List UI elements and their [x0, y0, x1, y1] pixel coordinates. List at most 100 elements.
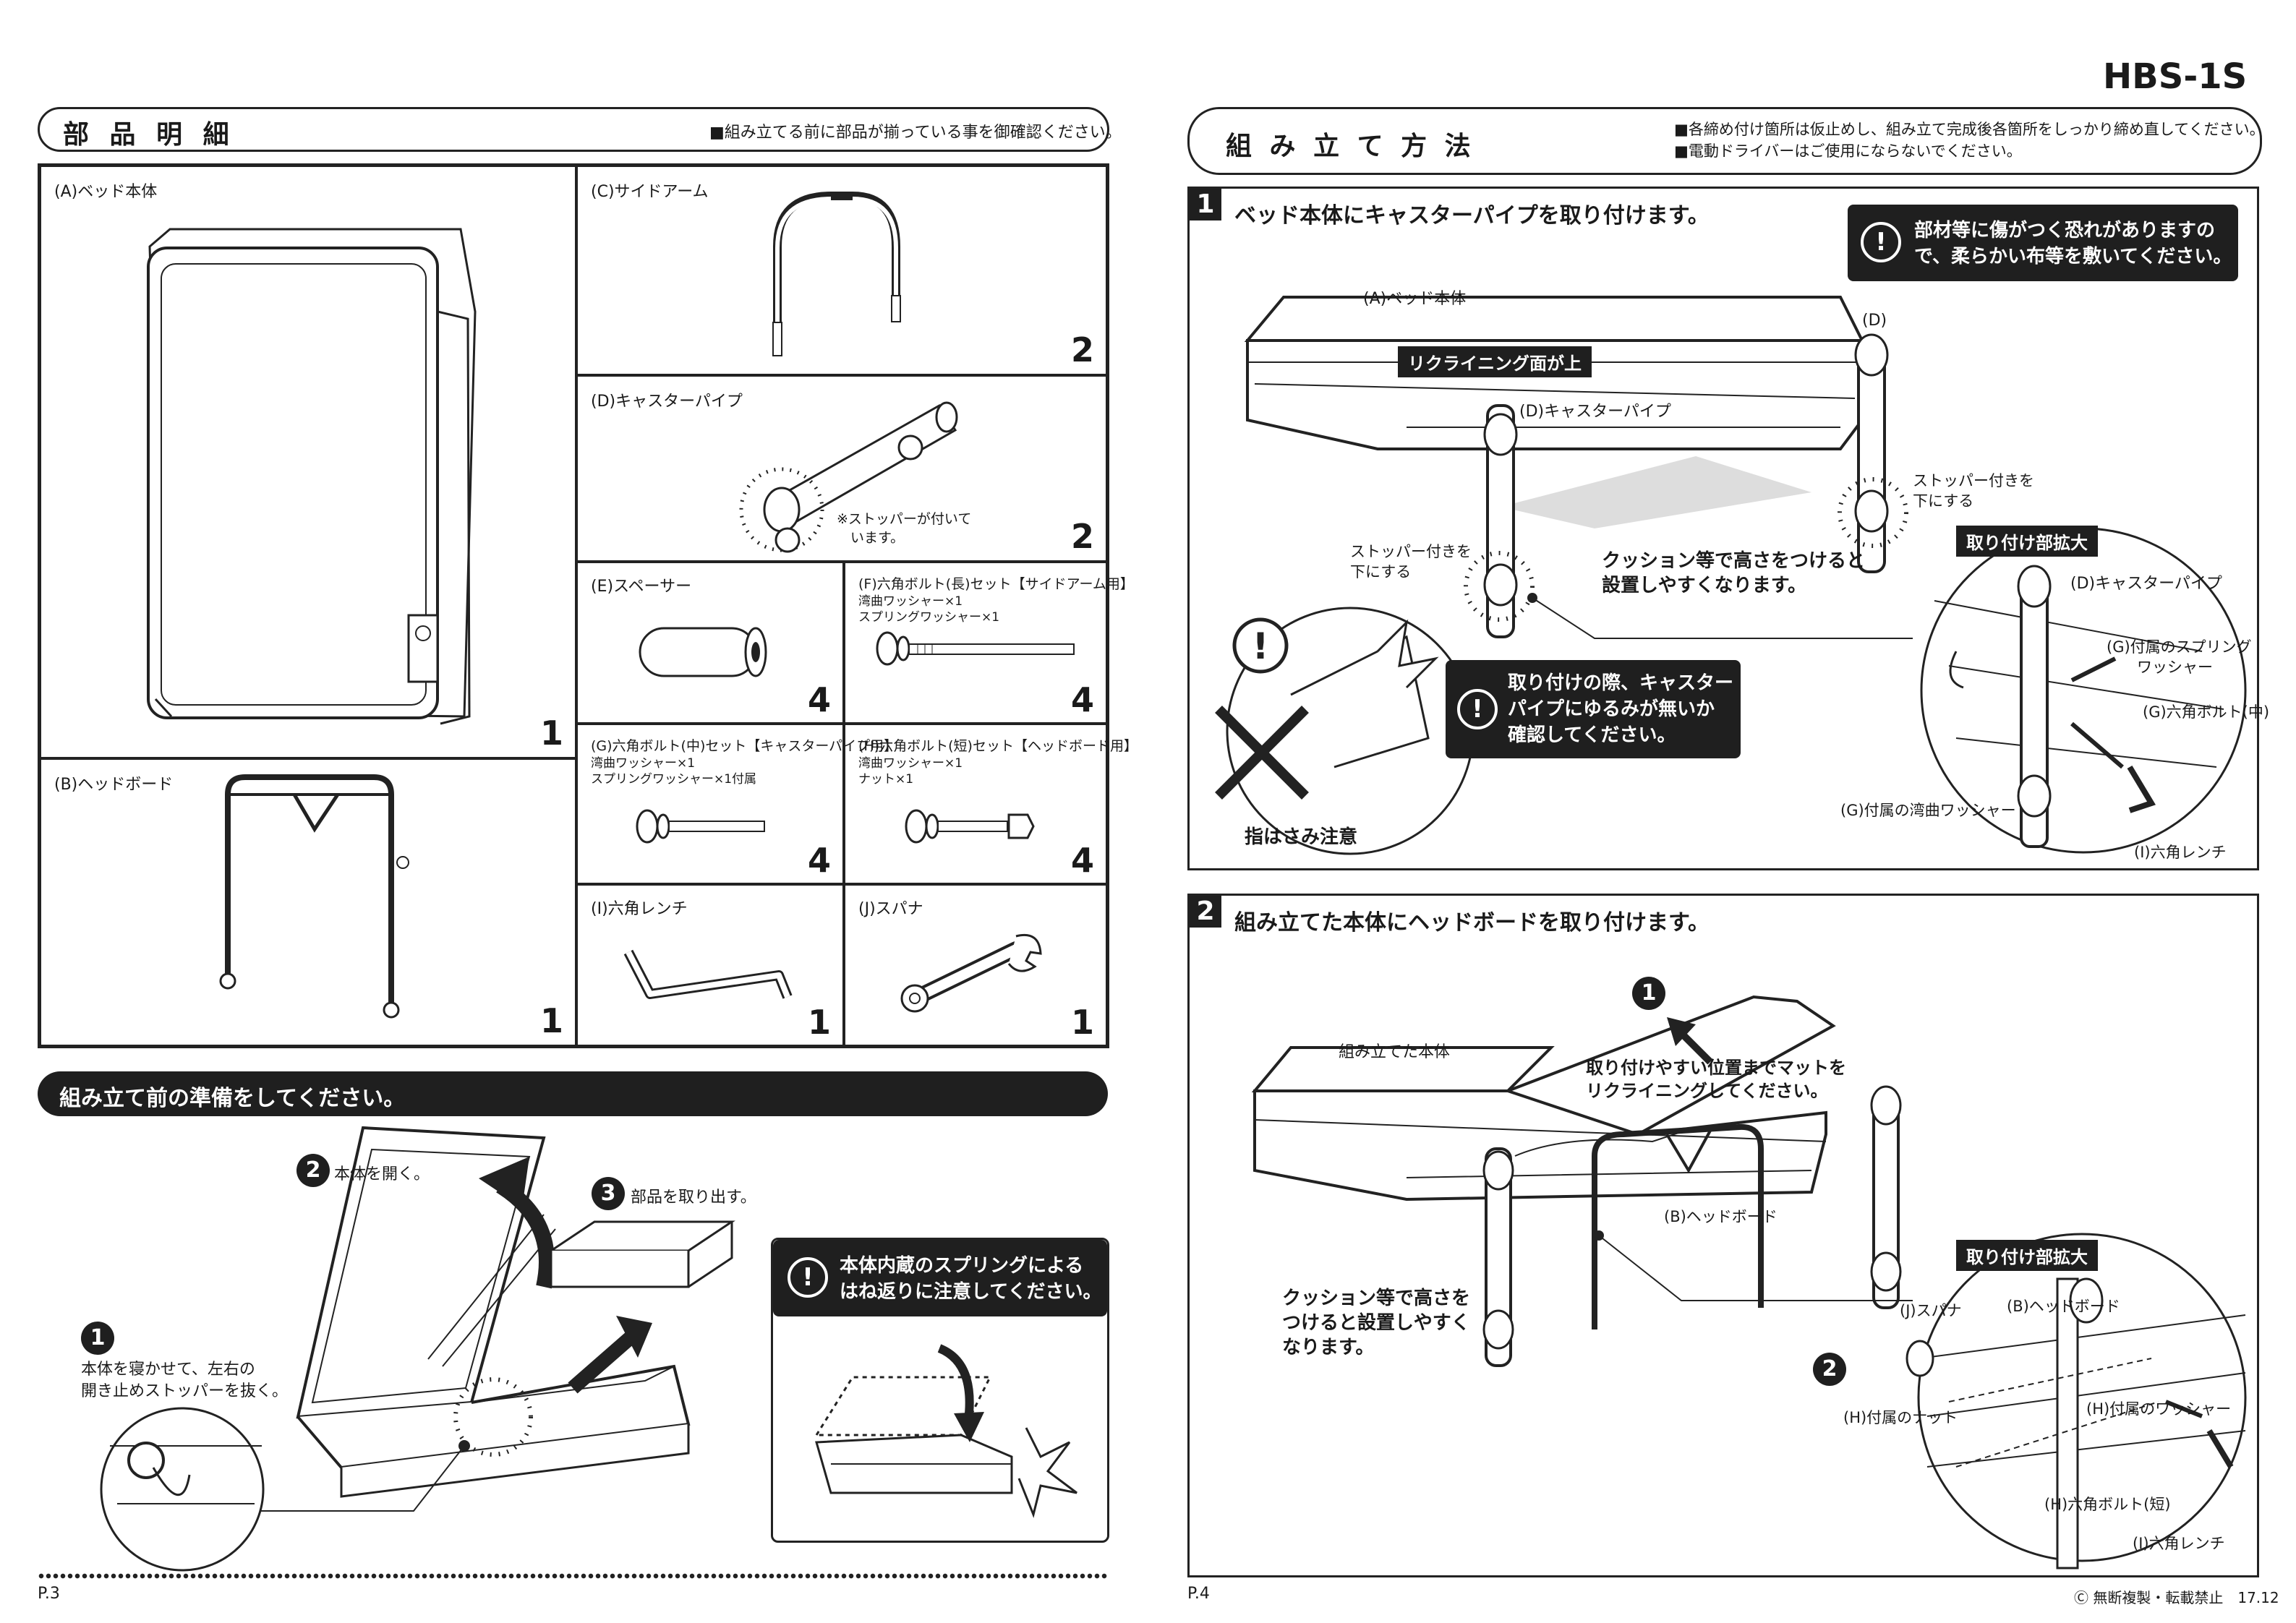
part-count-g: 4 — [807, 841, 831, 880]
prep-step-3-icon: 3 — [592, 1177, 625, 1210]
part-note-d: ※ストッパーが付いて います。 — [837, 511, 972, 546]
step1-stopper-left: ストッパー付きを 下にする — [1350, 543, 1472, 581]
part-count-h: 4 — [1070, 841, 1094, 880]
part-count-d: 2 — [1070, 517, 1094, 556]
method-title: 組 み 立 て 方 法 — [1226, 132, 1475, 161]
headboard-illustration — [219, 774, 409, 1019]
caster-attach-illustration: ! — [1215, 296, 2247, 855]
part-cell-b: (B)ヘッドボード 1 — [40, 758, 576, 1046]
prep-title: 組み立て前の準備をしてください。 — [59, 1086, 406, 1111]
step2-number: 2 — [1190, 896, 1221, 928]
warning-icon: ! — [1861, 222, 1901, 262]
part-label-a: (A)ベッド本体 — [54, 183, 158, 201]
part-cell-a: (A)ベッド本体 1 — [40, 166, 576, 758]
model-number: HBS-1S — [2103, 56, 2248, 97]
step2-zoom-spanner: (J)スパナ — [1900, 1302, 1962, 1319]
step2-zoom-washer: (H)付属のワッシャー — [2086, 1400, 2232, 1418]
step2-marker-2: 2 — [1813, 1353, 1846, 1386]
step2-box: 2 組み立てた本体にヘッドボードを取り付けます。 1 2 組み立てた — [1187, 894, 2259, 1577]
step1-label-caster: (D)キャスターパイプ — [1519, 403, 1671, 421]
right-page-number: P.4 — [1187, 1585, 1210, 1603]
step1-pinch-caution: 指はさみ注意 — [1245, 826, 1358, 848]
parts-note: ■組み立てる前に部品が揃っている事を御確認ください。 — [709, 124, 1122, 142]
part-label-d: (D)キャスターパイプ — [591, 393, 743, 411]
step1-zoom-caster: (D)キャスターパイプ — [2070, 575, 2222, 593]
warning-icon: ! — [788, 1257, 828, 1298]
part-label-j: (J)スパナ — [858, 900, 923, 918]
step2-cushion: クッション等で高さを つけると設置しやすく なります。 — [1282, 1288, 1471, 1358]
headboard-attach-illustration — [1251, 995, 2247, 1570]
method-title-bar: 組 み 立 て 方 法 ■各締め付け箇所は仮止めし、組み立て完成後各箇所をしっか… — [1187, 107, 2265, 175]
step2-zoom-bolt: (H)六角ボルト(短) — [2044, 1496, 2171, 1513]
step1-cushion: クッション等で高さをつけると 設置しやすくなります。 — [1602, 550, 1866, 596]
step1-stopper-right: ストッパー付きを 下にする — [1913, 472, 2034, 510]
part-cell-h: (H)六角ボルト(短)セット【ヘッドボード用】 湾曲ワッシャー×1 ナット×1 … — [844, 724, 1138, 884]
spacer-illustration — [639, 627, 767, 677]
spring-rebound-illustration — [814, 1344, 1077, 1518]
step1-zoom-bolt: (G)六角ボルト(中) — [2143, 703, 2270, 721]
warning-icon: ! — [1457, 689, 1498, 729]
part-cell-d: (D)キャスターパイプ ※ストッパーが付いて います。 2 — [576, 375, 1107, 562]
part-count-f: 4 — [1070, 680, 1094, 719]
left-footer-rule — [38, 1572, 1108, 1580]
parts-table: (A)ベッド本体 1 (B)ヘッドボード 1 (C)サイドアーム — [38, 163, 1138, 1048]
prep-warning-text: 本体内蔵のスプリングによる はね返りに注意してください。 — [840, 1255, 1102, 1303]
step1-warning-mid: ! 取り付けの際、キャスター パイプにゆるみが無いか 確認してください。 — [1446, 660, 1741, 758]
step2-zoom-nut: (H)付属のナット — [1843, 1409, 1958, 1426]
step2-zoom-head: (B)ヘッドボード — [2007, 1298, 2120, 1315]
parts-title-bar: 部 品 明 細 ■組み立てる前に部品が揃っている事を御確認ください。 — [38, 107, 1122, 152]
step1-warning-top: ! 部材等に傷がつく恐れがありますの で、柔らかい布等を敷いてください。 — [1848, 205, 2238, 281]
caster-pipe-illustration — [739, 401, 958, 553]
prep-title-bar: 組み立て前の準備をしてください。 — [38, 1071, 1108, 1116]
step2-label-body: 組み立てた本体 — [1339, 1043, 1451, 1061]
method-note-2: ■電動ドライバーはご使用にならないでください。 — [1674, 142, 2022, 160]
part-label-c: (C)サイドアーム — [591, 183, 709, 201]
part-label-f: (F)六角ボルト(長)セット【サイドアーム用】 — [858, 576, 1134, 592]
copyright: Ⓒ 無断複製・転載禁止 17.12 — [2074, 1589, 2279, 1606]
part-label-h: (H)六角ボルト(短)セット【ヘッドボード用】 — [858, 738, 1138, 754]
part-label-e: (E)スペーサー — [591, 578, 692, 596]
prep-step-1-icon: 1 — [81, 1322, 114, 1355]
step1-zoom-spring: (G)付属のスプリング ワッシャー — [2107, 638, 2252, 676]
side-arm-illustration — [772, 192, 901, 356]
step2-label-head: (B)ヘッドボード — [1664, 1208, 1778, 1225]
part-cell-c: (C)サイドアーム 2 — [576, 166, 1107, 375]
part-cell-j: (J)スパナ 1 — [844, 884, 1107, 1046]
step2-title: 組み立てた本体にヘッドボードを取り付けます。 — [1234, 910, 1710, 935]
part-sub-h: 湾曲ワッシャー×1 ナット×1 — [858, 756, 963, 787]
step1-label-d: (D) — [1862, 312, 1887, 330]
part-count-a: 1 — [539, 714, 563, 753]
step1-warning-mid-text: 取り付けの際、キャスター パイプにゆるみが無いか 確認してください。 — [1508, 672, 1734, 746]
svg-text:!: ! — [1252, 625, 1269, 667]
step1-number: 1 — [1190, 189, 1221, 220]
step2-recline-text: 取り付けやすい位置までマットを リクライニングしてください。 — [1586, 1058, 1846, 1101]
prep-warning-banner: ! 本体内蔵のスプリングによる はね返りに注意してください。 — [773, 1240, 1107, 1316]
step1-title: ベッド本体にキャスターパイプを取り付けます。 — [1234, 203, 1710, 228]
prep-step-3-text: 部品を取り出す。 — [631, 1189, 756, 1207]
part-cell-e: (E)スペーサー 4 — [576, 562, 844, 724]
prep-step-1-text: 本体を寝かせて、左右の 開き止めストッパーを抜く。 — [81, 1361, 289, 1400]
method-note-1: ■各締め付け箇所は仮止めし、組み立て完成後各箇所をしっかり締め直してください。 — [1674, 121, 2265, 138]
part-sub-g: 湾曲ワッシャー×1 スプリングワッシャー×1付属 — [591, 756, 757, 787]
part-cell-f: (F)六角ボルト(長)セット【サイドアーム用】 湾曲ワッシャー×1 スプリングワ… — [844, 562, 1134, 724]
bed-opening-illustration — [100, 1126, 735, 1572]
hex-wrench-illustration — [623, 949, 793, 999]
step2-zoom-wrench: (I)六角レンチ — [2133, 1535, 2225, 1552]
part-label-i: (I)六角レンチ — [591, 900, 688, 918]
part-count-i: 1 — [807, 1003, 831, 1042]
step1-recline-tag: リクライニング面が上 — [1398, 346, 1592, 377]
prep-step-2-icon: 2 — [296, 1154, 330, 1187]
step1-zoom-curved: (G)付属の湾曲ワッシャー — [1840, 802, 2016, 819]
long-bolt-illustration — [876, 631, 1075, 666]
step1-box: 1 ベッド本体にキャスターパイプを取り付けます。 ! 部材等に傷がつく恐れがあり… — [1187, 187, 2269, 870]
parts-title: 部 品 明 細 — [63, 120, 235, 150]
spanner-illustration — [900, 934, 1042, 1013]
prep-warning-box: ! 本体内蔵のスプリングによる はね返りに注意してください。 — [771, 1238, 1109, 1543]
part-count-b: 1 — [539, 1001, 563, 1040]
step1-zoom-tag: 取り付け部拡大 — [1956, 526, 2098, 557]
part-sub-f: 湾曲ワッシャー×1 スプリングワッシャー×1 — [858, 594, 1000, 625]
bed-body-illustration — [147, 228, 477, 725]
part-cell-i: (I)六角レンチ 1 — [576, 884, 844, 1046]
left-page-number: P.3 — [38, 1585, 60, 1603]
part-count-e: 4 — [807, 680, 831, 719]
